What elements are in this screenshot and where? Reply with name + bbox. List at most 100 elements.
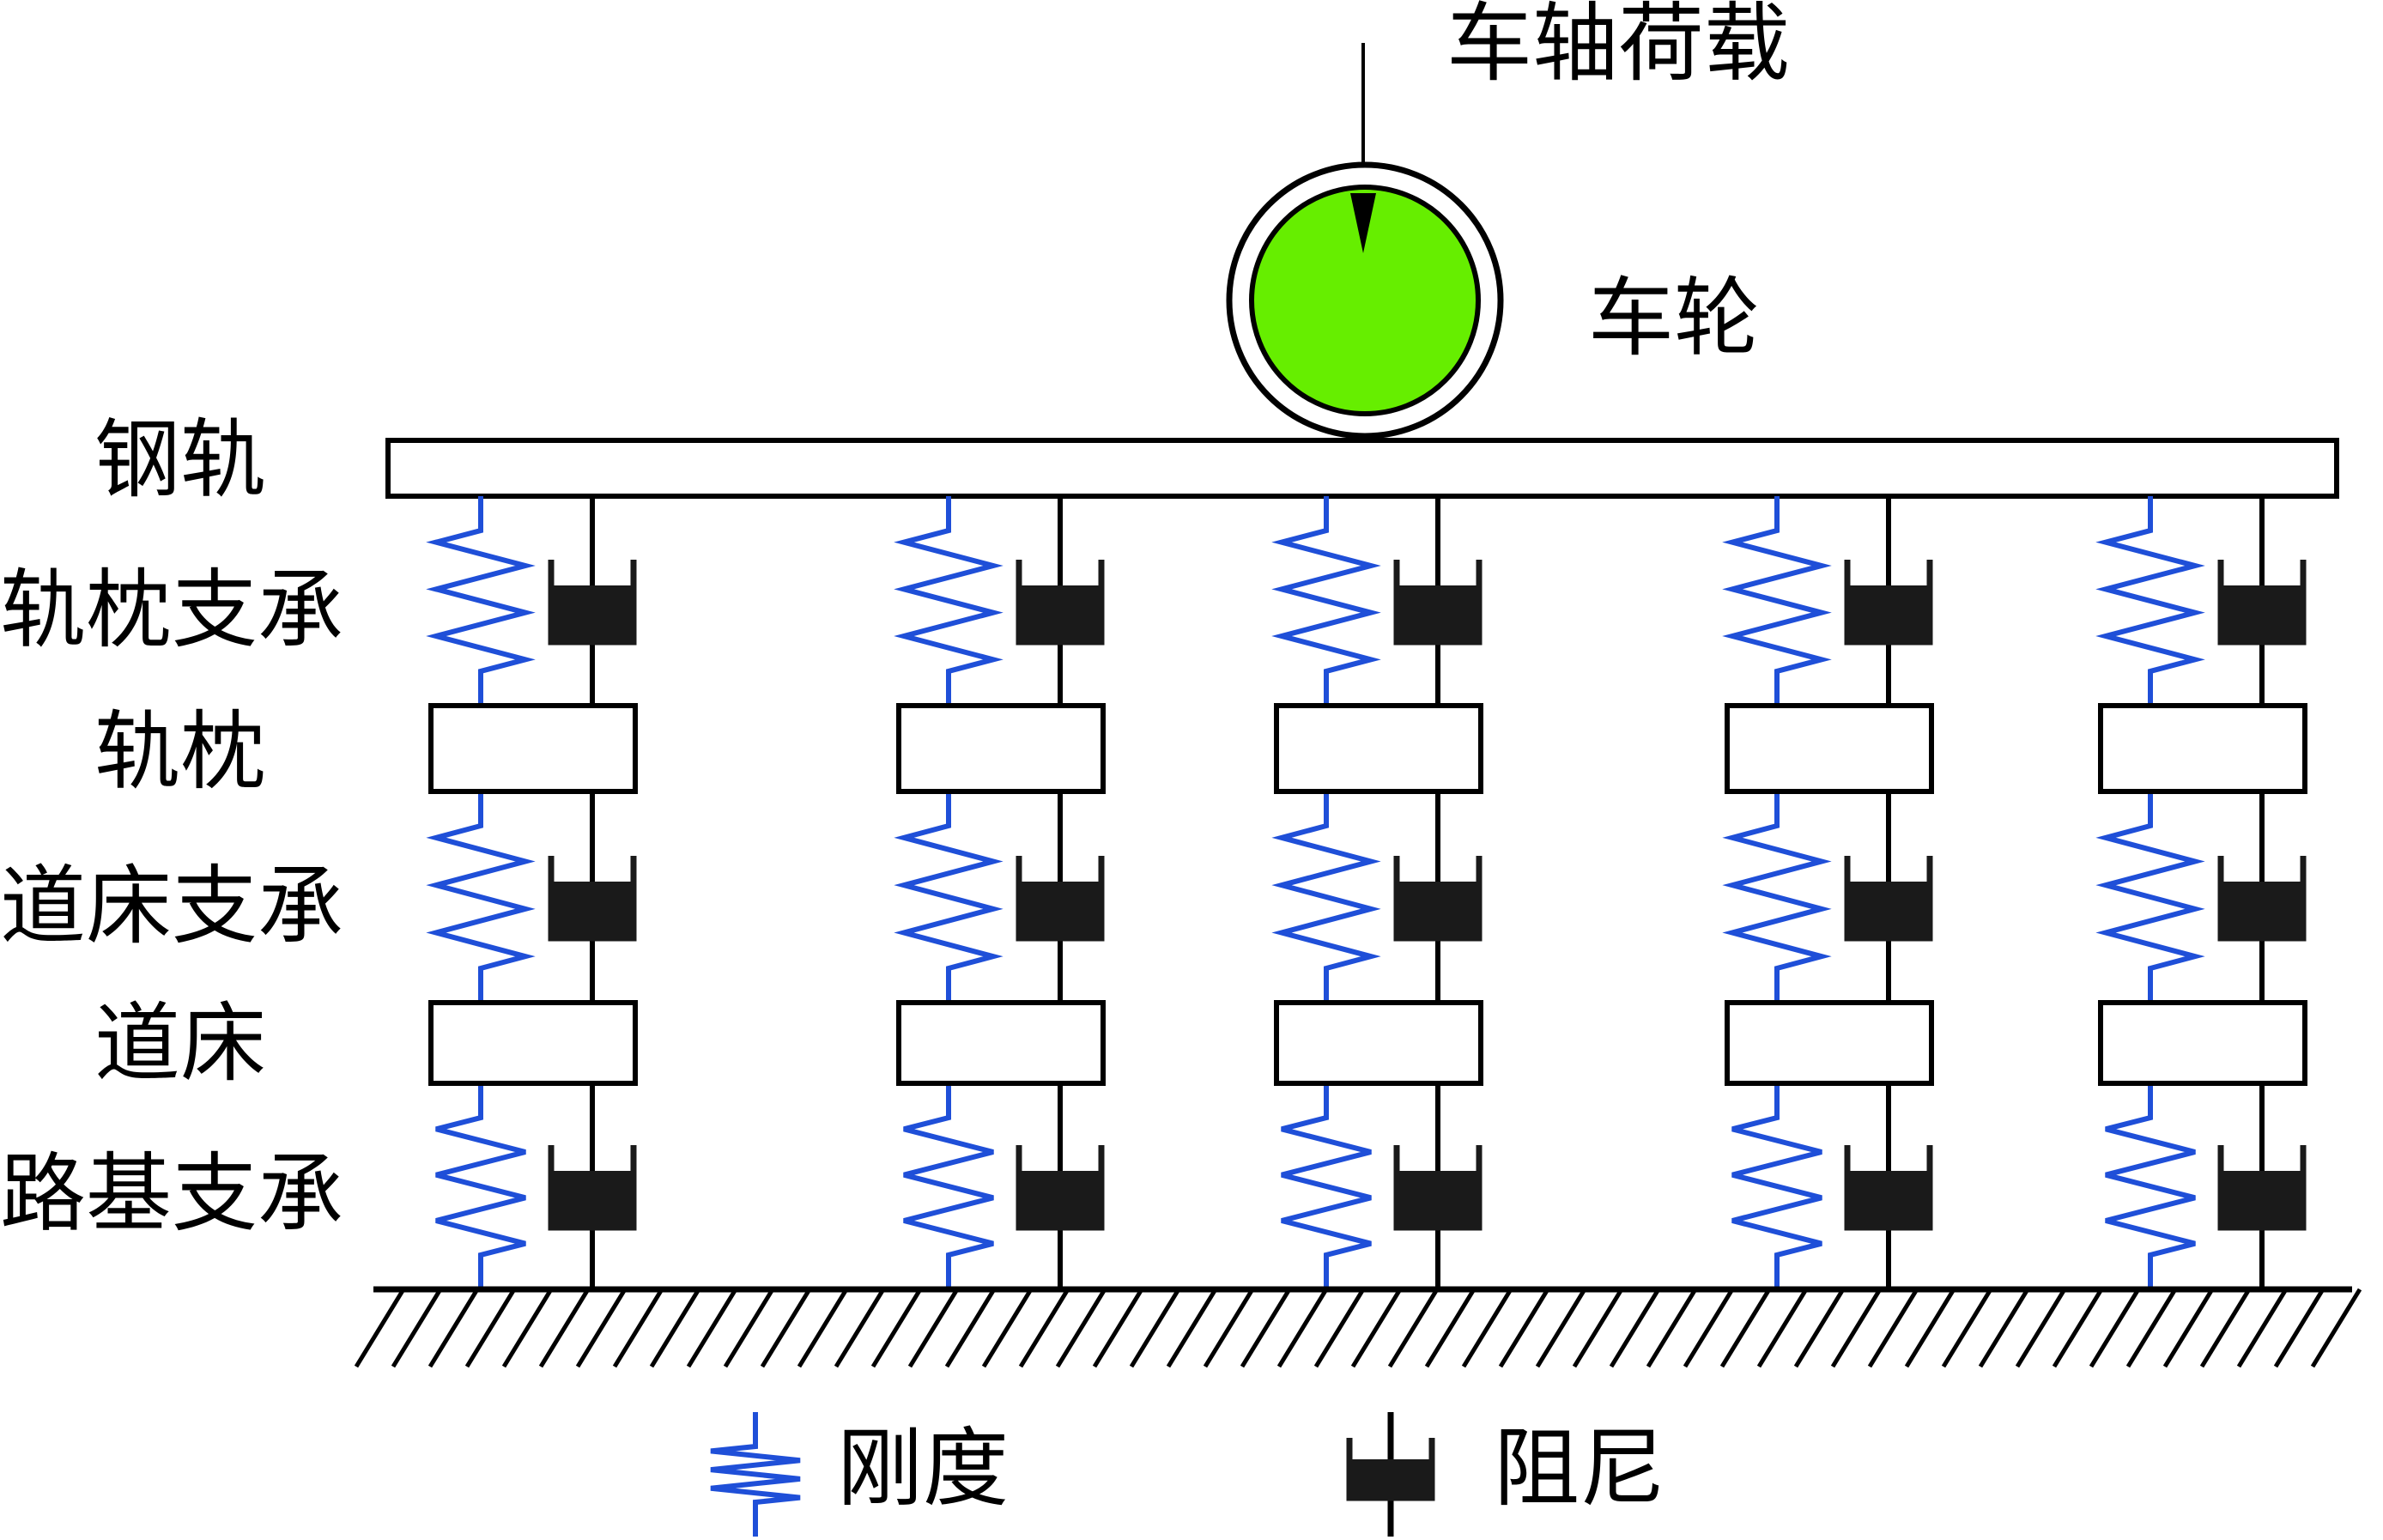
hatch-line <box>2125 1288 2178 1368</box>
ground-hatching <box>354 1288 2362 1368</box>
hatch-line <box>1609 1288 1661 1368</box>
ballast-block <box>428 1000 638 1086</box>
hatch-line <box>1719 1288 1772 1368</box>
hatch-line <box>649 1288 701 1368</box>
axle-load-label: 车轴荷载 <box>1446 0 1790 94</box>
rail-support-damper <box>548 496 637 706</box>
support-column-1 <box>426 496 638 1289</box>
hatch-line <box>1978 1288 2030 1368</box>
rail-support-label: 轨枕支承 <box>0 560 343 660</box>
rail-support-spring <box>2095 496 2205 706</box>
hatch-line <box>1941 1288 1993 1368</box>
rail-support-damper <box>2217 496 2307 706</box>
hatch-line <box>2052 1288 2104 1368</box>
hatch-line <box>907 1288 960 1368</box>
subgrade-support-spring <box>1281 1083 1372 1289</box>
damper-piston <box>551 882 634 938</box>
ballast-support-spring <box>1271 791 1381 1003</box>
hatch-line <box>723 1288 775 1368</box>
hatch-line <box>1387 1288 1440 1368</box>
subgrade-support-spring <box>2105 1083 2196 1289</box>
ballast-support-damper <box>1844 791 1933 1003</box>
ballast-support-spring <box>426 791 536 1003</box>
damper-piston <box>551 1171 634 1228</box>
subgrade-support-spring <box>903 1083 994 1289</box>
axle-load-arrow-head <box>1350 193 1376 253</box>
subgrade-support-spring <box>1731 1083 1822 1289</box>
legend-spring <box>710 1412 801 1537</box>
sleeper-block <box>1274 703 1483 794</box>
rail-support-damper <box>1844 496 1933 706</box>
hatch-line <box>1276 1288 1329 1368</box>
damper-piston <box>1019 882 1101 938</box>
support-column-4 <box>1722 496 1934 1289</box>
legend-damping-label: 阻尼 <box>1494 1418 1665 1519</box>
hatch-line <box>2199 1288 2252 1368</box>
damper-piston <box>1397 882 1479 938</box>
ballast-support-spring <box>2095 791 2205 1003</box>
subgrade-support-damper <box>1844 1083 1933 1289</box>
sleeper-block <box>896 703 1106 794</box>
hatch-line <box>760 1288 812 1368</box>
legend-damping-symbol <box>1346 1412 1435 1537</box>
damper-piston <box>1397 585 1479 642</box>
legend-stiffness-symbol <box>710 1412 801 1537</box>
rail-support-spring <box>894 496 1004 706</box>
damper-piston <box>551 585 634 642</box>
hatch-line <box>870 1288 923 1368</box>
support-column-2 <box>894 496 1106 1289</box>
hatch-line <box>981 1288 1034 1368</box>
subgrade-support-damper <box>1016 1083 1105 1289</box>
hatch-line <box>538 1288 591 1368</box>
wheel-label: 车轮 <box>1588 268 1760 368</box>
support-column-3 <box>1271 496 1483 1289</box>
rail-support-damper <box>1393 496 1483 706</box>
ballast-support-damper <box>1393 791 1483 1003</box>
hatch-line <box>1535 1288 1587 1368</box>
ballast-support-damper <box>548 791 637 1003</box>
hatch-line <box>1129 1288 1181 1368</box>
hatch-line <box>1350 1288 1403 1368</box>
damper-piston <box>2221 585 2303 642</box>
hatch-line <box>2310 1288 2362 1368</box>
damper-piston <box>1019 1171 1101 1228</box>
damper-piston <box>2221 1171 2303 1228</box>
hatch-line <box>1055 1288 1107 1368</box>
rail-support-spring <box>1722 496 1832 706</box>
hatch-line <box>612 1288 664 1368</box>
hatch-line <box>686 1288 738 1368</box>
ballast-block <box>2098 1000 2307 1086</box>
damper-piston <box>2221 882 2303 938</box>
hatch-line <box>1166 1288 1218 1368</box>
hatch-line <box>1461 1288 1513 1368</box>
ballast-block <box>1274 1000 1483 1086</box>
hatch-line <box>797 1288 849 1368</box>
hatch-line <box>834 1288 886 1368</box>
hatch-line <box>1240 1288 1292 1368</box>
hatch-line <box>1424 1288 1476 1368</box>
damper-piston <box>1847 585 1930 642</box>
hatch-line <box>1572 1288 1624 1368</box>
damper-piston <box>1397 1171 1479 1228</box>
legend: 刚度 阻尼 <box>710 1412 1665 1537</box>
hatch-line <box>391 1288 443 1368</box>
hatch-line <box>1018 1288 1070 1368</box>
hatch-line <box>1092 1288 1144 1368</box>
support-columns <box>426 496 2307 1289</box>
hatch-line <box>2162 1288 2215 1368</box>
wheel <box>1226 161 1504 440</box>
hatch-line <box>1313 1288 1366 1368</box>
hatch-line <box>501 1288 554 1368</box>
hatch-line <box>427 1288 480 1368</box>
support-column-5 <box>2095 496 2307 1289</box>
wheel-disc <box>1249 185 1481 416</box>
subgrade-support-spring <box>435 1083 526 1289</box>
hatch-line <box>1756 1288 1809 1368</box>
hatch-line <box>944 1288 997 1368</box>
hatch-line <box>1683 1288 1735 1368</box>
ballast-support-label: 道床支承 <box>0 856 343 956</box>
hatch-line <box>1498 1288 1550 1368</box>
hatch-line <box>354 1288 406 1368</box>
ballast-block <box>896 1000 1106 1086</box>
